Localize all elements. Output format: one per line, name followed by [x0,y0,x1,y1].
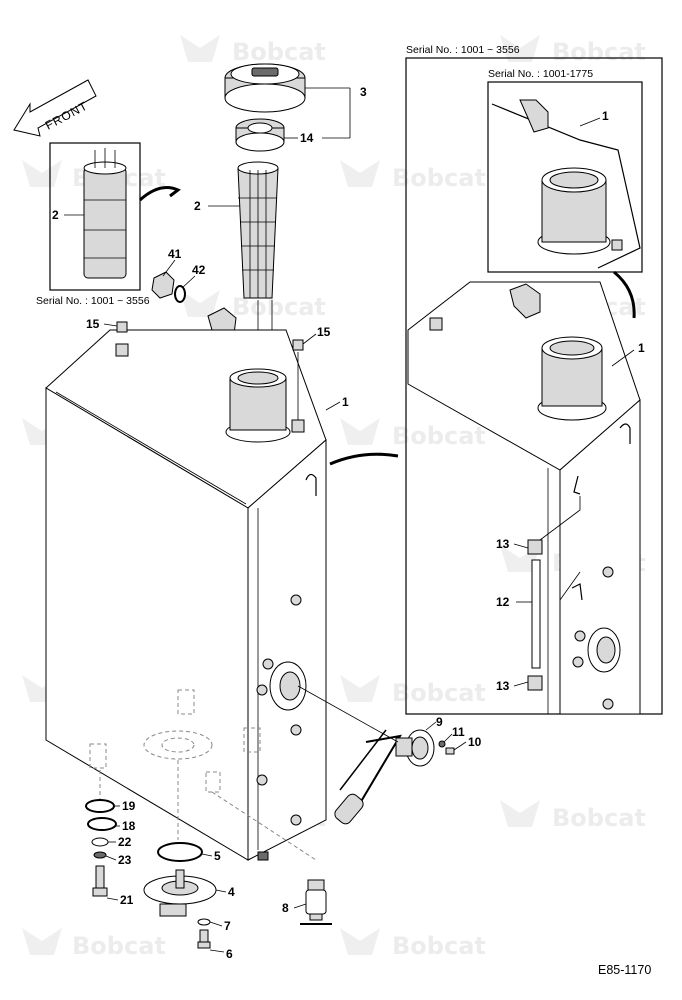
watermark-text: Bobcat [72,932,166,960]
callout-23: 23 [118,853,132,867]
inset-pointer-arc [138,186,181,202]
panel-pointer-arc [329,452,399,466]
watermark-text: Bobcat [392,679,486,707]
suction-flange-4 [143,869,217,917]
drain-valve-8 [300,879,332,925]
snap-ring-18 [87,817,117,831]
callout-41: 41 [168,247,182,261]
callout-1-subinset: 1 [602,109,609,123]
washer-23 [93,851,107,859]
bolt-21 [92,865,108,897]
callout-22: 22 [118,835,132,849]
callout-5: 5 [214,849,221,863]
watermark-logo-15: Bobcat [22,928,166,960]
watermark-logo-4: Bobcat [340,160,486,192]
o-ring-42 [174,285,186,303]
drawing-code: E85-1170 [598,963,651,977]
left-inset: 2 Serial No. : 1001 ~ 3556 [36,142,181,307]
washer-22 [91,837,109,847]
serial-label-right-panel: Serial No. : 1001 ~ 3556 [406,44,520,56]
watermark-logo-1: Bobcat [180,35,326,66]
callout-12: 12 [496,595,510,609]
watermark-logo-12: Bobcat [340,675,486,707]
watermark-logo-16: Bobcat [340,928,486,960]
right-subinset-frame [487,81,643,273]
bottom-dashed-parts [89,689,317,861]
callout-4: 4 [228,885,235,899]
watermark-text: Bobcat [392,422,486,450]
cap-adapter [235,118,285,152]
snap-ring-19 [85,799,115,813]
fuel-cap [224,63,306,113]
serial-label-left-inset: Serial No. : 1001 ~ 3556 [36,295,150,307]
inset-strainer [83,148,127,279]
callout-7: 7 [224,919,231,933]
callout-42: 42 [192,263,206,277]
washer-7 [197,918,211,926]
callout-15-right: 15 [317,325,331,339]
callout-21: 21 [120,893,134,907]
callout-6: 6 [226,947,233,961]
callout-10: 10 [468,735,482,749]
level-sender [334,729,435,825]
bolt-15-left [115,321,129,357]
callout-15-left: 15 [86,317,100,331]
subinset-pointer-arc [613,270,636,319]
bolt-15-right [291,339,305,433]
watermark-logo-8: Bobcat [340,418,486,450]
serial-label-right-subinset: Serial No. : 1001-1775 [488,68,593,80]
callout-8: 8 [282,901,289,915]
left-inset-frame [49,142,141,291]
washer-11 [438,740,446,748]
bolt-6 [197,929,211,949]
callout-13-bottom: 13 [496,679,510,693]
watermark-text: Bobcat [392,164,486,192]
callout-13-top: 13 [496,537,510,551]
watermark-text: Bobcat [552,38,646,66]
right-panel-frame [405,57,663,715]
callout-1-main: 1 [342,395,349,409]
watermark-logo-2: Bobcat [500,35,646,66]
callout-2-inset: 2 [52,208,59,222]
right-panel: Serial No. : 1001 ~ 3556 Serial No. : 10… [405,44,663,715]
callout-18: 18 [122,819,136,833]
screw-10 [445,747,455,755]
subinset-tank-top [491,99,641,269]
callout-1-panel: 1 [638,341,645,355]
front-arrow: FRONT [13,79,97,137]
fuel-strainer [237,161,279,299]
watermark-text: Bobcat [392,932,486,960]
callout-3: 3 [360,85,367,99]
callout-14: 14 [300,131,314,145]
callout-2-main: 2 [194,199,201,213]
callout-11: 11 [452,725,465,739]
watermark-text: Bobcat [232,38,326,66]
fuel-tank [45,329,327,861]
o-ring-5 [157,842,203,862]
panel-tank-corner [407,281,641,715]
watermark-logo-14: Bobcat [500,800,646,832]
callout-19: 19 [122,799,136,813]
callout-9: 9 [436,715,443,729]
watermark-text: Bobcat [552,804,646,832]
